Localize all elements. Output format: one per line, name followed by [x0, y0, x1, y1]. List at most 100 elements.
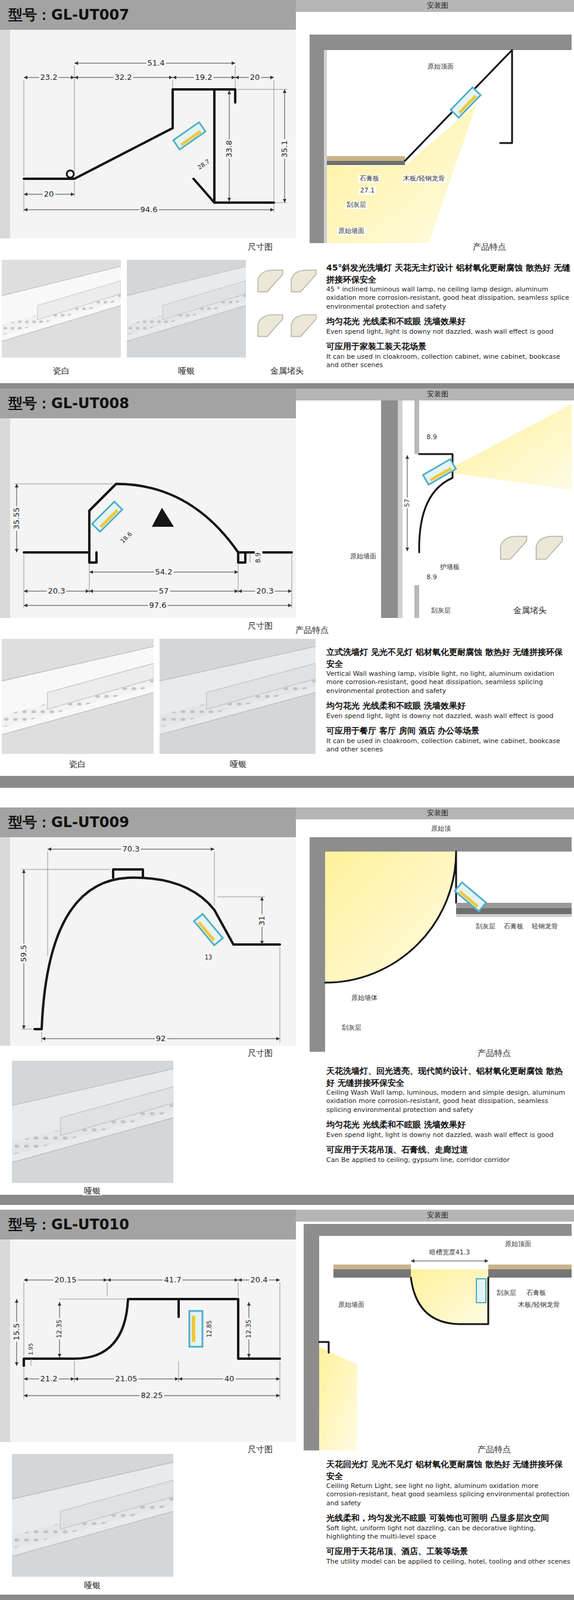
install-label: 刮灰层: [340, 1023, 363, 1032]
caption-label: 金属堵头: [269, 365, 305, 376]
feature-heading: 天花洗墙灯、回光透亮、现代简约设计、铝材氧化更耐腐蚀 散热好 无缝拼接环保安全: [326, 1064, 571, 1088]
model-header: 型号：GL-UT010: [0, 1208, 296, 1239]
dimension-label: 20.15: [52, 1274, 78, 1284]
feature-text: It can be used in cloakroom, collection …: [326, 736, 571, 754]
caption-label: 瓷白: [51, 365, 71, 376]
dimension-label: 31: [257, 913, 267, 927]
dimension-label: 35.55: [12, 505, 22, 530]
dimension-label: 15.5: [12, 1321, 22, 1341]
feature-text: Can Be applied to ceiling, gypsum line, …: [326, 1155, 571, 1164]
model-header: 型号：GL-UT009: [0, 806, 296, 837]
install-label: 原始顶: [429, 824, 452, 833]
model-title: 型号：GL-UT009: [8, 812, 130, 832]
caption-label: 哑银: [176, 365, 196, 376]
dimension-label: 1.95: [27, 1340, 34, 1356]
dimension-label: 19.2: [194, 73, 214, 83]
model-header: 型号：GL-UT007: [0, 0, 296, 30]
feature-heading: 可应用于家装工装天花场景: [326, 340, 571, 353]
feature-column: 立式洗墙灯 见光不见灯 铝材氧化更耐腐蚀 散热好 无缝拼接环保安全Vertica…: [326, 641, 571, 754]
install-label: 暗槽宽度41.3: [428, 1248, 472, 1256]
caption-label: 尺寸图: [246, 1443, 274, 1453]
caption-label: 尺寸图: [246, 1047, 274, 1057]
dimension-label: 40: [223, 1373, 236, 1383]
feature-column: 天花洗墙灯、回光透亮、现代简约设计、铝材氧化更耐腐蚀 散热好 无缝拼接环保安全C…: [326, 1059, 571, 1164]
feature-heading: 可应用于餐厅 客厅 房间 酒店 办公等场景: [326, 724, 571, 737]
feature-text: 45 ° inclined luminous wall lamp, no cei…: [326, 285, 571, 311]
model-title: 型号：GL-UT007: [8, 5, 130, 25]
install-label: 原始墙面: [337, 227, 366, 236]
caption-label: 哑银: [82, 1184, 102, 1195]
install-label: 刮灰层: [345, 201, 368, 209]
dimension-label: 94.6: [139, 205, 159, 215]
install-label: 8.9: [425, 573, 439, 582]
caption-label: 产品特点: [476, 1047, 513, 1057]
install-label: 木板/轻钢龙骨: [516, 1300, 561, 1309]
caption-label: 产品特点: [294, 624, 330, 635]
dimension-label: 12.35: [55, 1317, 64, 1339]
model-header: 型号：GL-UT008: [0, 388, 296, 418]
feature-heading: 均匀花光 光线柔和不眩眼 洗墙效果好: [326, 1118, 571, 1131]
dimension-label: 59.5: [19, 943, 29, 963]
install-label: 石膏板: [358, 175, 381, 183]
dimension-label: 70.3: [121, 844, 142, 854]
feature-heading: 均匀花光 光线柔和不眩眼 洗墙效果好: [326, 699, 571, 712]
install-label: 原始顶面: [503, 1239, 533, 1248]
dimension-label: 21.2: [39, 1373, 59, 1383]
dimension-label: 82.25: [139, 1390, 164, 1400]
dimension-label: 20: [42, 189, 56, 199]
caption-label: 哑银: [82, 1579, 102, 1589]
install-label: 石膏板: [502, 922, 525, 931]
dimension-label: 92: [154, 1033, 168, 1043]
feature-text: Even spend light, light is downy not daz…: [326, 711, 571, 720]
feature-column: 45°斜发光洗墙灯 天花无主灯设计 铝材氧化更耐腐蚀 散热好 无缝拼接环保安全4…: [326, 257, 571, 370]
install-label: 刮灰层: [495, 1288, 518, 1297]
caption-label: 产品特点: [476, 1443, 513, 1453]
feature-heading: 可应用于天花吊顶、酒店、工装等场景: [326, 1544, 571, 1557]
install-label: 护墙板: [438, 563, 461, 572]
model-title: 型号：GL-UT010: [8, 1214, 130, 1234]
caption-label: 尺寸图: [246, 620, 274, 630]
install-label: 27.1: [359, 186, 377, 195]
dimension-label: 23.2: [39, 73, 59, 83]
install-label: 8.9: [425, 433, 439, 442]
dimension-label: 97.6: [148, 600, 168, 610]
install-label: 原始墙面: [337, 1300, 366, 1309]
feature-heading: 天花回光灯 见光不见灯 铝材氧化更耐腐蚀 散热好 无缝拼接环保安全: [326, 1457, 571, 1481]
dimension-label: 21.05: [113, 1373, 139, 1383]
dimension-label: 20.3: [255, 586, 276, 596]
panel-label: 安装图: [425, 390, 450, 399]
feature-text: Vertical Wall washing lamp, visible ligh…: [326, 669, 571, 695]
install-label: 原始墙体: [350, 993, 379, 1002]
feature-heading: 可应用于天花吊顶、石膏线、走廊过道: [326, 1143, 571, 1156]
feature-text: The utility model can be applied to ceil…: [326, 1556, 571, 1565]
dimension-label: 51.4: [146, 58, 167, 68]
feature-text: Ceiling Return Light, see light no light…: [326, 1480, 571, 1507]
dimension-label: 8.9: [254, 550, 263, 564]
dimension-label: 41.7: [163, 1274, 183, 1284]
model-title: 型号：GL-UT008: [8, 393, 130, 413]
feature-heading: 立式洗墙灯 见光不见灯 铝材氧化更耐腐蚀 散热好 无缝拼接环保安全: [326, 646, 571, 670]
caption-label: 尺寸图: [246, 241, 274, 252]
feature-heading: 45°斜发光洗墙灯 天花无主灯设计 铝材氧化更耐腐蚀 散热好 无缝拼接环保安全: [326, 261, 571, 286]
dimension-label: 12.35: [245, 1317, 254, 1339]
dimension-label: 33.8: [225, 139, 235, 159]
dimension-label: 57: [157, 586, 171, 596]
install-label: 轻钢龙骨: [530, 922, 560, 931]
install-label: 57: [403, 497, 412, 508]
install-label: 石膏板: [525, 1288, 548, 1297]
feature-column: 天花回光灯 见光不见灯 铝材氧化更耐腐蚀 散热好 无缝拼接环保安全Ceiling…: [326, 1452, 571, 1565]
caption-label: 哑银: [228, 758, 248, 769]
feature-heading: 光线柔和，均匀发光不眩眼 可装饰也可照明 凸显多层次空间: [326, 1511, 571, 1524]
panel-label: 安装图: [425, 808, 450, 817]
install-label: 刮灰层: [429, 606, 452, 615]
caption-label: 金属堵头: [512, 604, 548, 615]
dimension-label: 32.2: [113, 73, 134, 83]
feature-text: It can be used in cloakroom, collection …: [326, 352, 571, 370]
dimension-label: 12.85: [206, 1318, 214, 1338]
feature-text: Even spend light, light is downy not daz…: [326, 1130, 571, 1139]
feature-text: Ceiling Wash Wall lamp, luminous, modern…: [326, 1087, 571, 1114]
install-label: 刮灰层: [474, 922, 497, 931]
dimension-label: 54.2: [154, 567, 174, 577]
